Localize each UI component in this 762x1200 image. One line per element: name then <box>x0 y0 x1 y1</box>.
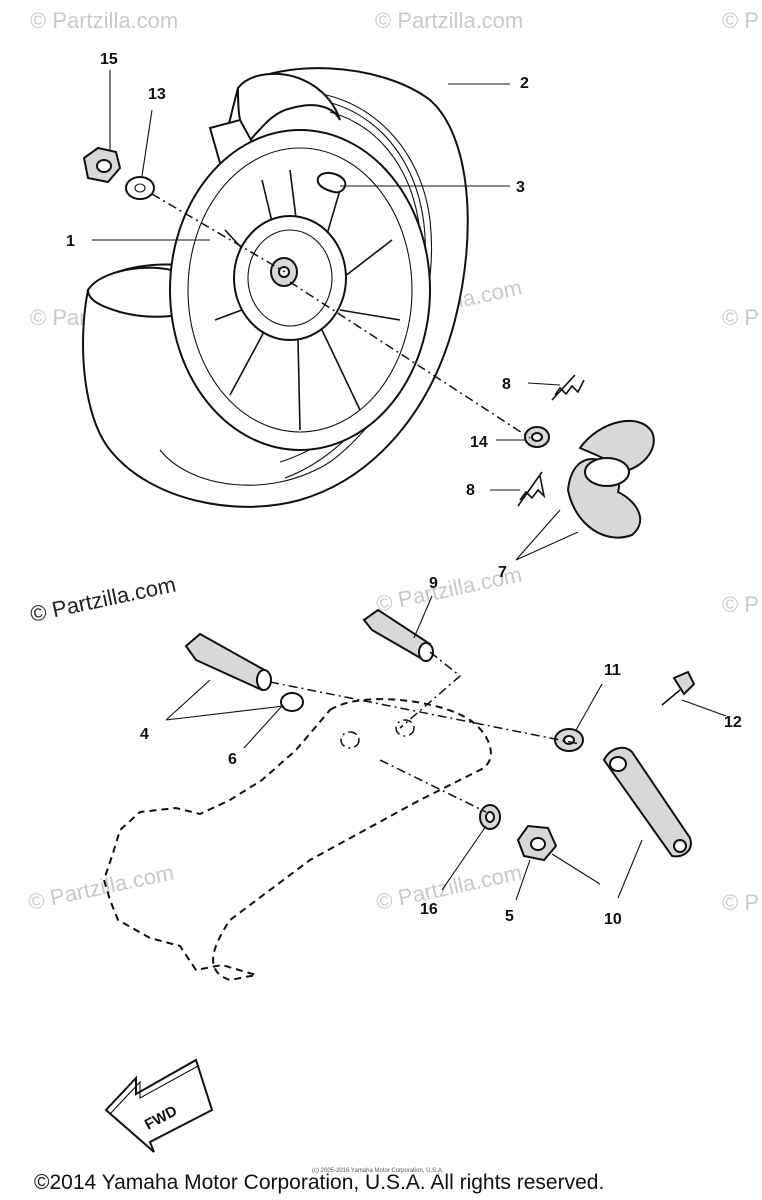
brake-lever <box>602 746 692 858</box>
callout-8-upper: 8 <box>502 376 511 393</box>
callout-10: 10 <box>604 911 622 928</box>
seal <box>479 804 501 830</box>
callout-2: 2 <box>520 75 529 92</box>
copyright: ©2014 Yamaha Motor Corporation, U.S.A. A… <box>34 1171 604 1194</box>
axle <box>184 632 272 692</box>
micro-note: (c) 2005-2016 Yamaha Motor Corporation, … <box>312 1168 444 1174</box>
washer <box>125 176 155 200</box>
centerlines <box>151 193 581 813</box>
wheel-rim <box>169 129 431 451</box>
callout-9: 9 <box>429 575 438 592</box>
callout-14: 14 <box>470 434 488 451</box>
callout-12: 12 <box>724 714 742 731</box>
bolt <box>661 670 696 706</box>
watermark: © P <box>722 592 759 617</box>
watermark: © P <box>722 890 759 915</box>
shaft <box>362 608 434 662</box>
watermark: © P <box>722 8 759 33</box>
circlip <box>280 692 304 712</box>
callout-4: 4 <box>140 726 149 743</box>
callout-3: 3 <box>516 179 525 196</box>
callout-11: 11 <box>604 662 621 679</box>
callout-16: 16 <box>420 901 438 918</box>
spring <box>517 471 546 507</box>
callout-8-lower: 8 <box>466 482 475 499</box>
washer <box>554 728 584 752</box>
nut <box>516 824 558 862</box>
watermark: © Partzilla.com <box>374 860 524 915</box>
nut <box>82 146 122 184</box>
callout-13: 13 <box>148 86 166 103</box>
watermark: © Partzilla.com <box>26 860 176 915</box>
transmission-case-outline <box>102 698 492 982</box>
callout-6: 6 <box>228 751 237 768</box>
callout-5: 5 <box>505 908 514 925</box>
watermark: © Partzilla.com <box>30 8 178 33</box>
watermark-dark: © Partzilla.com <box>28 572 178 627</box>
watermark: © Partzilla.com <box>375 8 523 33</box>
callout-7: 7 <box>498 564 507 581</box>
callout-1: 1 <box>66 233 75 250</box>
callout-numbers: 1 2 3 4 5 6 7 8 8 9 10 11 12 13 14 15 16 <box>66 51 742 928</box>
spring <box>551 374 585 401</box>
callout-15: 15 <box>100 51 118 68</box>
brake-shoe <box>566 419 655 539</box>
watermark: © P <box>722 305 759 330</box>
leader-lines <box>92 70 727 901</box>
fwd-arrow: FWD <box>104 1058 214 1153</box>
seal <box>524 426 550 448</box>
